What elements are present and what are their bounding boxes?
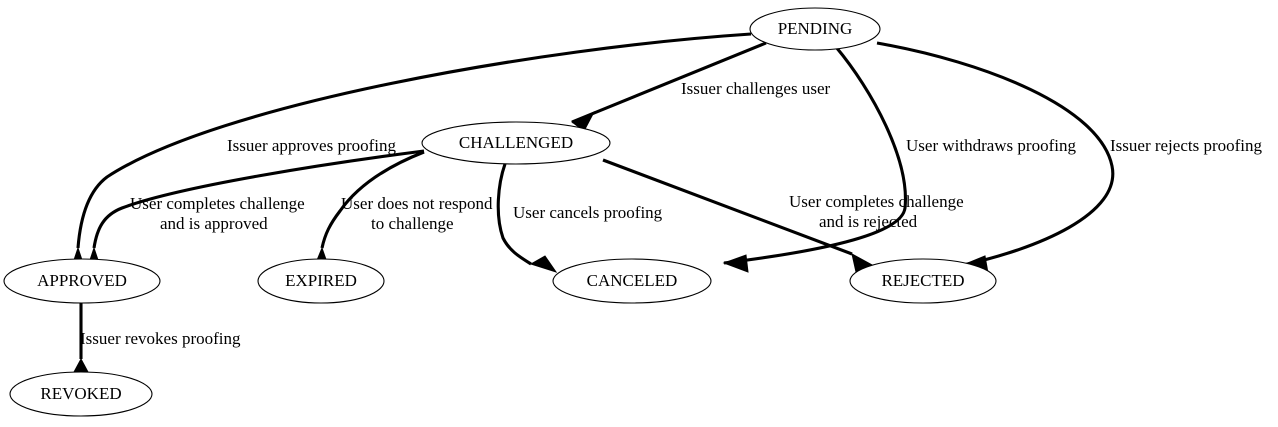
- edge-pending-rejected: [876, 41, 1115, 274]
- node-label-canceled: CANCELED: [587, 271, 678, 290]
- node-shape-canceled[interactable]: [552, 258, 712, 304]
- node-label-challenged: CHALLENGED: [459, 133, 573, 152]
- edge-pending-challenged: [571, 41, 767, 132]
- edge-label-line: and is rejected: [819, 212, 918, 231]
- edge-pending-canceled: [722, 46, 907, 273]
- arrowhead-icon-pending-challenged: [571, 110, 596, 132]
- edge-label-line: and is approved: [160, 214, 268, 233]
- node-label-expired: EXPIRED: [285, 271, 357, 290]
- edge-label-line: to challenge: [371, 214, 454, 233]
- edge-label-line: User completes challenge: [789, 192, 964, 211]
- node-label-rejected: REJECTED: [881, 271, 964, 290]
- edge-line-challenged-expired: [320, 150, 425, 249]
- node-label-pending: PENDING: [778, 19, 853, 38]
- edge-challenged-canceled: [496, 163, 558, 273]
- arrowhead-icon-challenged-canceled: [529, 255, 558, 273]
- edge-line-pending-rejected: [876, 41, 1115, 267]
- node-approved[interactable]: APPROVED: [3, 258, 161, 304]
- edge-label-line: User does not respond: [341, 194, 493, 213]
- node-expired[interactable]: EXPIRED: [257, 258, 385, 304]
- node-canceled[interactable]: CANCELED: [552, 258, 712, 304]
- edge-label-approved-revoked: Issuer revokes proofing: [80, 329, 241, 348]
- node-revoked[interactable]: REVOKED: [9, 371, 153, 417]
- nodes-layer: PENDING CHALLENGED APPROVED EXPIRED CANCELED…: [3, 7, 997, 417]
- node-label-revoked: REVOKED: [40, 384, 121, 403]
- edge-line-pending-approved: [76, 32, 752, 249]
- node-shape-pending[interactable]: [749, 7, 881, 51]
- node-challenged[interactable]: CHALLENGED: [421, 121, 611, 165]
- edge-label-challenged-canceled: User cancels proofing: [513, 203, 663, 222]
- node-pending[interactable]: PENDING: [749, 7, 881, 51]
- node-shape-expired[interactable]: [257, 258, 385, 304]
- edge-label-pending-approved: Issuer approves proofing: [227, 136, 397, 155]
- edge-line-challenged-rejected: [602, 158, 853, 256]
- node-shape-revoked[interactable]: [9, 371, 153, 417]
- edge-label-pending-canceled: User withdraws proofing: [906, 136, 1076, 155]
- edge-line-challenged-canceled: [496, 163, 532, 266]
- node-shape-approved[interactable]: [3, 258, 161, 304]
- edge-line-pending-challenged: [571, 41, 767, 124]
- edge-label-line: User completes challenge: [130, 194, 305, 213]
- edge-line-challenged-approved: [92, 149, 425, 249]
- edge-label-pending-challenged: Issuer challenges user: [681, 79, 831, 98]
- edge-line-pending-canceled: [723, 46, 907, 265]
- edge-label-pending-rejected: Issuer rejects proofing: [1110, 136, 1263, 155]
- arrowhead-icon-approved-revoked: [73, 357, 89, 373]
- node-rejected[interactable]: REJECTED: [849, 258, 997, 304]
- node-label-approved: APPROVED: [37, 271, 127, 290]
- arrowhead-icon-pending-canceled: [722, 254, 749, 273]
- node-shape-rejected[interactable]: [849, 258, 997, 304]
- node-shape-challenged[interactable]: [421, 121, 611, 165]
